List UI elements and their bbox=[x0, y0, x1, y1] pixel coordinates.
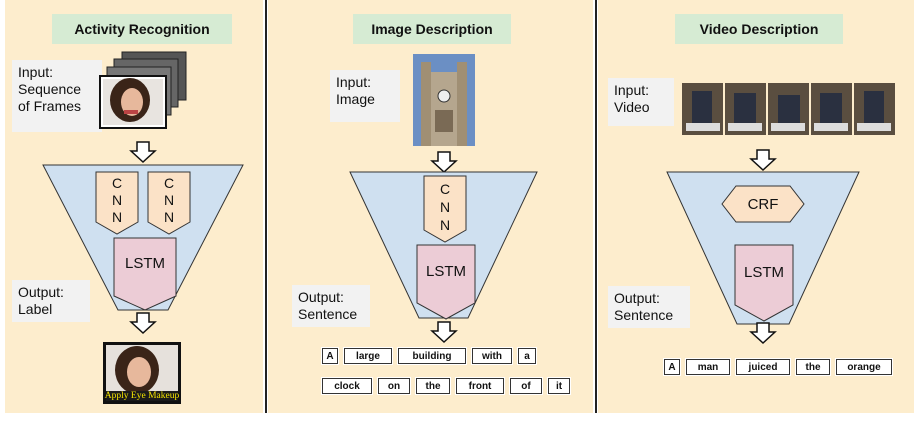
input-label: Input: Sequence of Frames bbox=[12, 60, 102, 132]
video-frames-image bbox=[682, 83, 895, 135]
word-token: A bbox=[321, 347, 339, 365]
down-arrow bbox=[749, 149, 777, 172]
input-label: Input: Video bbox=[608, 78, 674, 126]
word-token: man bbox=[685, 358, 731, 376]
word-token: on bbox=[377, 377, 411, 395]
lstm-shape bbox=[734, 244, 794, 322]
lstm-block: LSTM bbox=[743, 263, 784, 281]
word-token: the bbox=[795, 358, 831, 376]
output-label: Output: Sentence bbox=[608, 286, 690, 328]
output-label: Output: Label bbox=[12, 280, 90, 322]
lstm-shape bbox=[416, 244, 476, 320]
word-token: large bbox=[343, 347, 393, 365]
cnn-shape bbox=[423, 175, 467, 243]
down-arrow bbox=[749, 322, 777, 345]
cnn-shape bbox=[95, 171, 139, 235]
output-label: Output: Sentence bbox=[292, 285, 370, 327]
down-arrow bbox=[430, 321, 458, 344]
panel-divider bbox=[265, 0, 267, 413]
word-token: front bbox=[455, 377, 505, 395]
word-token: the bbox=[415, 377, 451, 395]
crf-block: CRF bbox=[747, 195, 779, 213]
word-token: clock bbox=[321, 377, 373, 395]
down-arrow bbox=[430, 151, 458, 174]
lstm-shape bbox=[113, 237, 177, 311]
sentence-row: A man juiced the orange bbox=[663, 358, 904, 376]
word-token: building bbox=[397, 347, 467, 365]
input-label: Input: Image bbox=[330, 70, 400, 122]
crf-shape bbox=[721, 185, 805, 223]
cnn-block: C N N bbox=[163, 174, 175, 225]
building-image bbox=[413, 54, 475, 146]
word-token: of bbox=[509, 377, 543, 395]
panel-title: Image Description bbox=[353, 14, 511, 44]
word-token: with bbox=[471, 347, 513, 365]
sentence-row: A large building with a bbox=[321, 347, 562, 365]
word-token: a bbox=[517, 347, 537, 365]
sentence-row: clock on the front of it bbox=[321, 377, 582, 395]
lstm-block: LSTM bbox=[124, 254, 165, 272]
down-arrow bbox=[129, 141, 157, 164]
word-token: orange bbox=[835, 358, 893, 376]
word-token: A bbox=[663, 358, 681, 376]
word-token: it bbox=[547, 377, 571, 395]
panel-title: Video Description bbox=[675, 14, 843, 44]
panel-divider bbox=[595, 0, 597, 413]
cnn-shape bbox=[147, 171, 191, 235]
down-arrow bbox=[129, 312, 157, 335]
panel-title: Activity Recognition bbox=[52, 14, 232, 44]
result-frame-image bbox=[103, 342, 181, 404]
frame-stack-image bbox=[99, 51, 187, 129]
lstm-block: LSTM bbox=[425, 262, 466, 280]
result-caption: Apply Eye Makeup bbox=[104, 391, 180, 401]
cnn-block: C N N bbox=[111, 174, 123, 225]
cnn-block: C N N bbox=[439, 181, 451, 233]
word-token: juiced bbox=[735, 358, 791, 376]
